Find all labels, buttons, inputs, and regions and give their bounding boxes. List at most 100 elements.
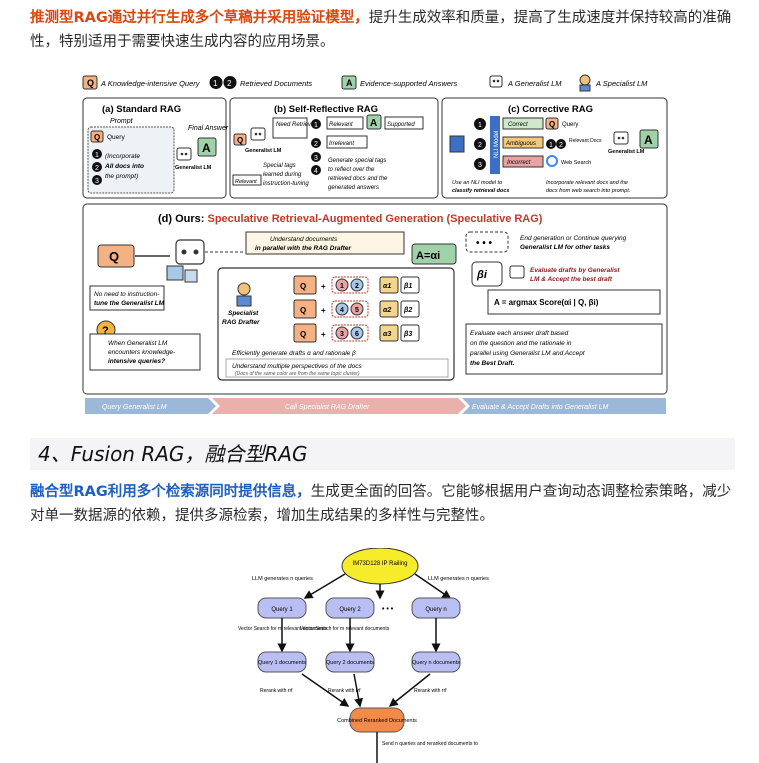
svg-text:Query 1 documents: Query 1 documents — [258, 660, 306, 666]
svg-text:classify retrieval docs: classify retrieval docs — [452, 188, 509, 194]
svg-text:All docs into: All docs into — [104, 163, 144, 170]
legend-query: A Knowledge-intensive Query — [100, 79, 201, 88]
paragraph-lead: 推测型RAG通过并行生成多个草稿并采用验证模型， — [30, 10, 369, 26]
svg-text:3: 3 — [340, 331, 344, 338]
svg-text:α1: α1 — [383, 283, 391, 290]
svg-text:Q: Q — [109, 249, 119, 264]
svg-text:2: 2 — [478, 142, 482, 149]
svg-text:Query 1: Query 1 — [271, 607, 293, 613]
svg-text:A: A — [346, 78, 353, 88]
svg-text:LM & Accept the best draft: LM & Accept the best draft — [530, 276, 613, 283]
panel-standard-rag: (a) Standard RAG Prompt Q Query 1 2 3 (I… — [82, 97, 229, 199]
svg-text:Rerank with rrf: Rerank with rrf — [414, 688, 447, 694]
svg-text:RAG Drafter: RAG Drafter — [222, 319, 260, 326]
svg-text:generated answers: generated answers — [328, 185, 379, 191]
svg-text:Relevant: Relevant — [329, 122, 353, 128]
svg-text:2: 2 — [227, 79, 232, 88]
svg-text:2: 2 — [95, 165, 99, 172]
svg-text:+: + — [321, 330, 326, 339]
legend-docs: Retrieved Documents — [240, 79, 312, 88]
svg-text:α3: α3 — [383, 331, 391, 338]
svg-text:NLI Model: NLI Model — [494, 131, 500, 158]
svg-text:1: 1 — [340, 283, 344, 290]
paragraph-body: 生成更全面的回答。它能够根据用户查询动态调整检索策略，减少对单一数据源的依赖，提… — [30, 484, 732, 524]
paragraph-lead: 融合型RAG利用多个检索源同时提供信息， — [30, 484, 311, 500]
svg-text:Incorporate relevant docs and: Incorporate relevant docs and the — [546, 180, 628, 186]
svg-text:1: 1 — [95, 152, 99, 159]
svg-text:β2: β2 — [403, 307, 412, 314]
svg-text:Query 2 documents: Query 2 documents — [326, 660, 374, 666]
svg-text:?: ? — [102, 325, 109, 337]
svg-text:Evaluate each answer draft bas: Evaluate each answer draft based — [470, 330, 569, 337]
svg-text:Query: Query — [562, 122, 578, 128]
svg-text:β3: β3 — [403, 331, 412, 338]
svg-text:Efficiently generate drafts α: Efficiently generate drafts α and ration… — [232, 350, 356, 357]
svg-text:Query n documents: Query n documents — [412, 660, 460, 666]
svg-text:6: 6 — [355, 331, 359, 338]
svg-text:4: 4 — [340, 307, 344, 314]
svg-text:tune the Generalist LM: tune the Generalist LM — [94, 300, 165, 307]
fusion-paragraph: 融合型RAG利用多个检索源同时提供信息，生成更全面的回答。它能够根据用户查询动态… — [30, 480, 735, 528]
svg-text:on the question and the ration: on the question and the rationale in — [470, 340, 572, 347]
svg-text:Query: Query — [107, 134, 125, 141]
svg-text:instruction-tuning: instruction-tuning — [263, 181, 309, 187]
svg-text:Query n: Query n — [425, 607, 446, 613]
svg-text:Rerank with rrf: Rerank with rrf — [260, 688, 293, 694]
svg-text:βi: βi — [476, 269, 488, 281]
legend-answers: Evidence-supported Answers — [360, 79, 458, 88]
svg-text:+: + — [321, 282, 326, 291]
svg-text:IM73D128 IP Railing: IM73D128 IP Railing — [353, 561, 408, 567]
svg-text:Irrelevant: Irrelevant — [329, 141, 354, 147]
svg-text:Q: Q — [300, 282, 306, 291]
svg-text:A = argmax Score(αi | Q, βi): A = argmax Score(αi | Q, βi) — [494, 298, 599, 307]
bar-call-drafter: Call Specialist RAG Drafter — [285, 404, 370, 411]
svg-text:parallel using Generalist LM a: parallel using Generalist LM and Accept — [469, 350, 586, 357]
svg-text:No need to instruction-: No need to instruction- — [94, 291, 160, 298]
panel-self-reflective-rag: (b) Self-Reflective RAG Q Generalist LM … — [229, 97, 439, 199]
svg-text:to reflect over the: to reflect over the — [328, 167, 375, 173]
svg-text:Q: Q — [87, 78, 94, 88]
svg-text:Ambiguous: Ambiguous — [505, 141, 536, 147]
legend-generalist: A Generalist LM — [507, 79, 562, 88]
svg-text:α2: α2 — [383, 307, 391, 314]
svg-text:Understand documents: Understand documents — [270, 236, 338, 243]
svg-text:A=αi: A=αi — [416, 250, 440, 262]
bar-query-generalist: Query Generalist LM — [102, 404, 167, 411]
svg-text:(Docs of the same color are fr: (Docs of the same color are from the sam… — [235, 371, 360, 377]
svg-text:Final Answer: Final Answer — [188, 125, 229, 132]
svg-text:Combined Reranked Documents: Combined Reranked Documents — [337, 718, 417, 724]
svg-text:• • •: • • • — [382, 606, 394, 613]
intro-paragraph: 推测型RAG通过并行生成多个草稿并采用验证模型，提升生成效率和质量，提高了生成速… — [30, 6, 735, 54]
svg-text:(d) Ours: Speculative Retrieva: (d) Ours: Speculative Retrieval-Augmente… — [158, 213, 543, 225]
svg-text:When Generalist LM: When Generalist LM — [108, 340, 168, 347]
svg-text:in parallel with the RAG Draft: in parallel with the RAG Drafter — [255, 245, 352, 252]
bar-evaluate: Evaluate & Accept Drafts into Generalist… — [472, 404, 608, 411]
svg-text:learned during: learned during — [263, 172, 302, 178]
svg-text:A: A — [202, 141, 211, 155]
doc-n-node — [411, 651, 461, 673]
svg-text:docs from web search into prom: docs from web search into prompt. — [546, 188, 630, 194]
svg-text:intensive queries?: intensive queries? — [108, 358, 165, 365]
svg-text:Vector Search for m relevant d: Vector Search for m relevant documents — [238, 626, 328, 632]
svg-text:Q: Q — [300, 306, 306, 315]
svg-text:Q: Q — [549, 120, 555, 129]
svg-text:Generalist LM: Generalist LM — [175, 165, 212, 171]
svg-text:A: A — [644, 133, 653, 147]
svg-text:Incorrect: Incorrect — [507, 160, 531, 166]
svg-text:Q: Q — [94, 133, 100, 142]
fusion-rag-flowchart: IM73D128 IP Railing LLM generates n quer… — [238, 548, 489, 763]
svg-text:Generalist LM: Generalist LM — [245, 148, 282, 154]
svg-text:3: 3 — [95, 178, 99, 185]
svg-text:2: 2 — [314, 141, 318, 148]
svg-text:the Best Draft.: the Best Draft. — [470, 360, 515, 367]
svg-text:1: 1 — [549, 142, 553, 149]
svg-text:Rerank with rrf: Rerank with rrf — [328, 688, 361, 694]
svg-text:Correct: Correct — [508, 122, 528, 128]
svg-text:LLM generates n queries: LLM generates n queries — [428, 576, 489, 582]
svg-text:Prompt: Prompt — [110, 118, 134, 125]
legend-specialist: A Specialist LM — [595, 79, 648, 88]
panel-a-title: (a) Standard RAG — [102, 104, 181, 115]
svg-text:Understand multiple perspectiv: Understand multiple perspectives of the … — [232, 363, 362, 370]
svg-text:Generalist LM for other tasks: Generalist LM for other tasks — [520, 244, 610, 251]
panel-b-title: (b) Self-Reflective RAG — [274, 104, 378, 115]
